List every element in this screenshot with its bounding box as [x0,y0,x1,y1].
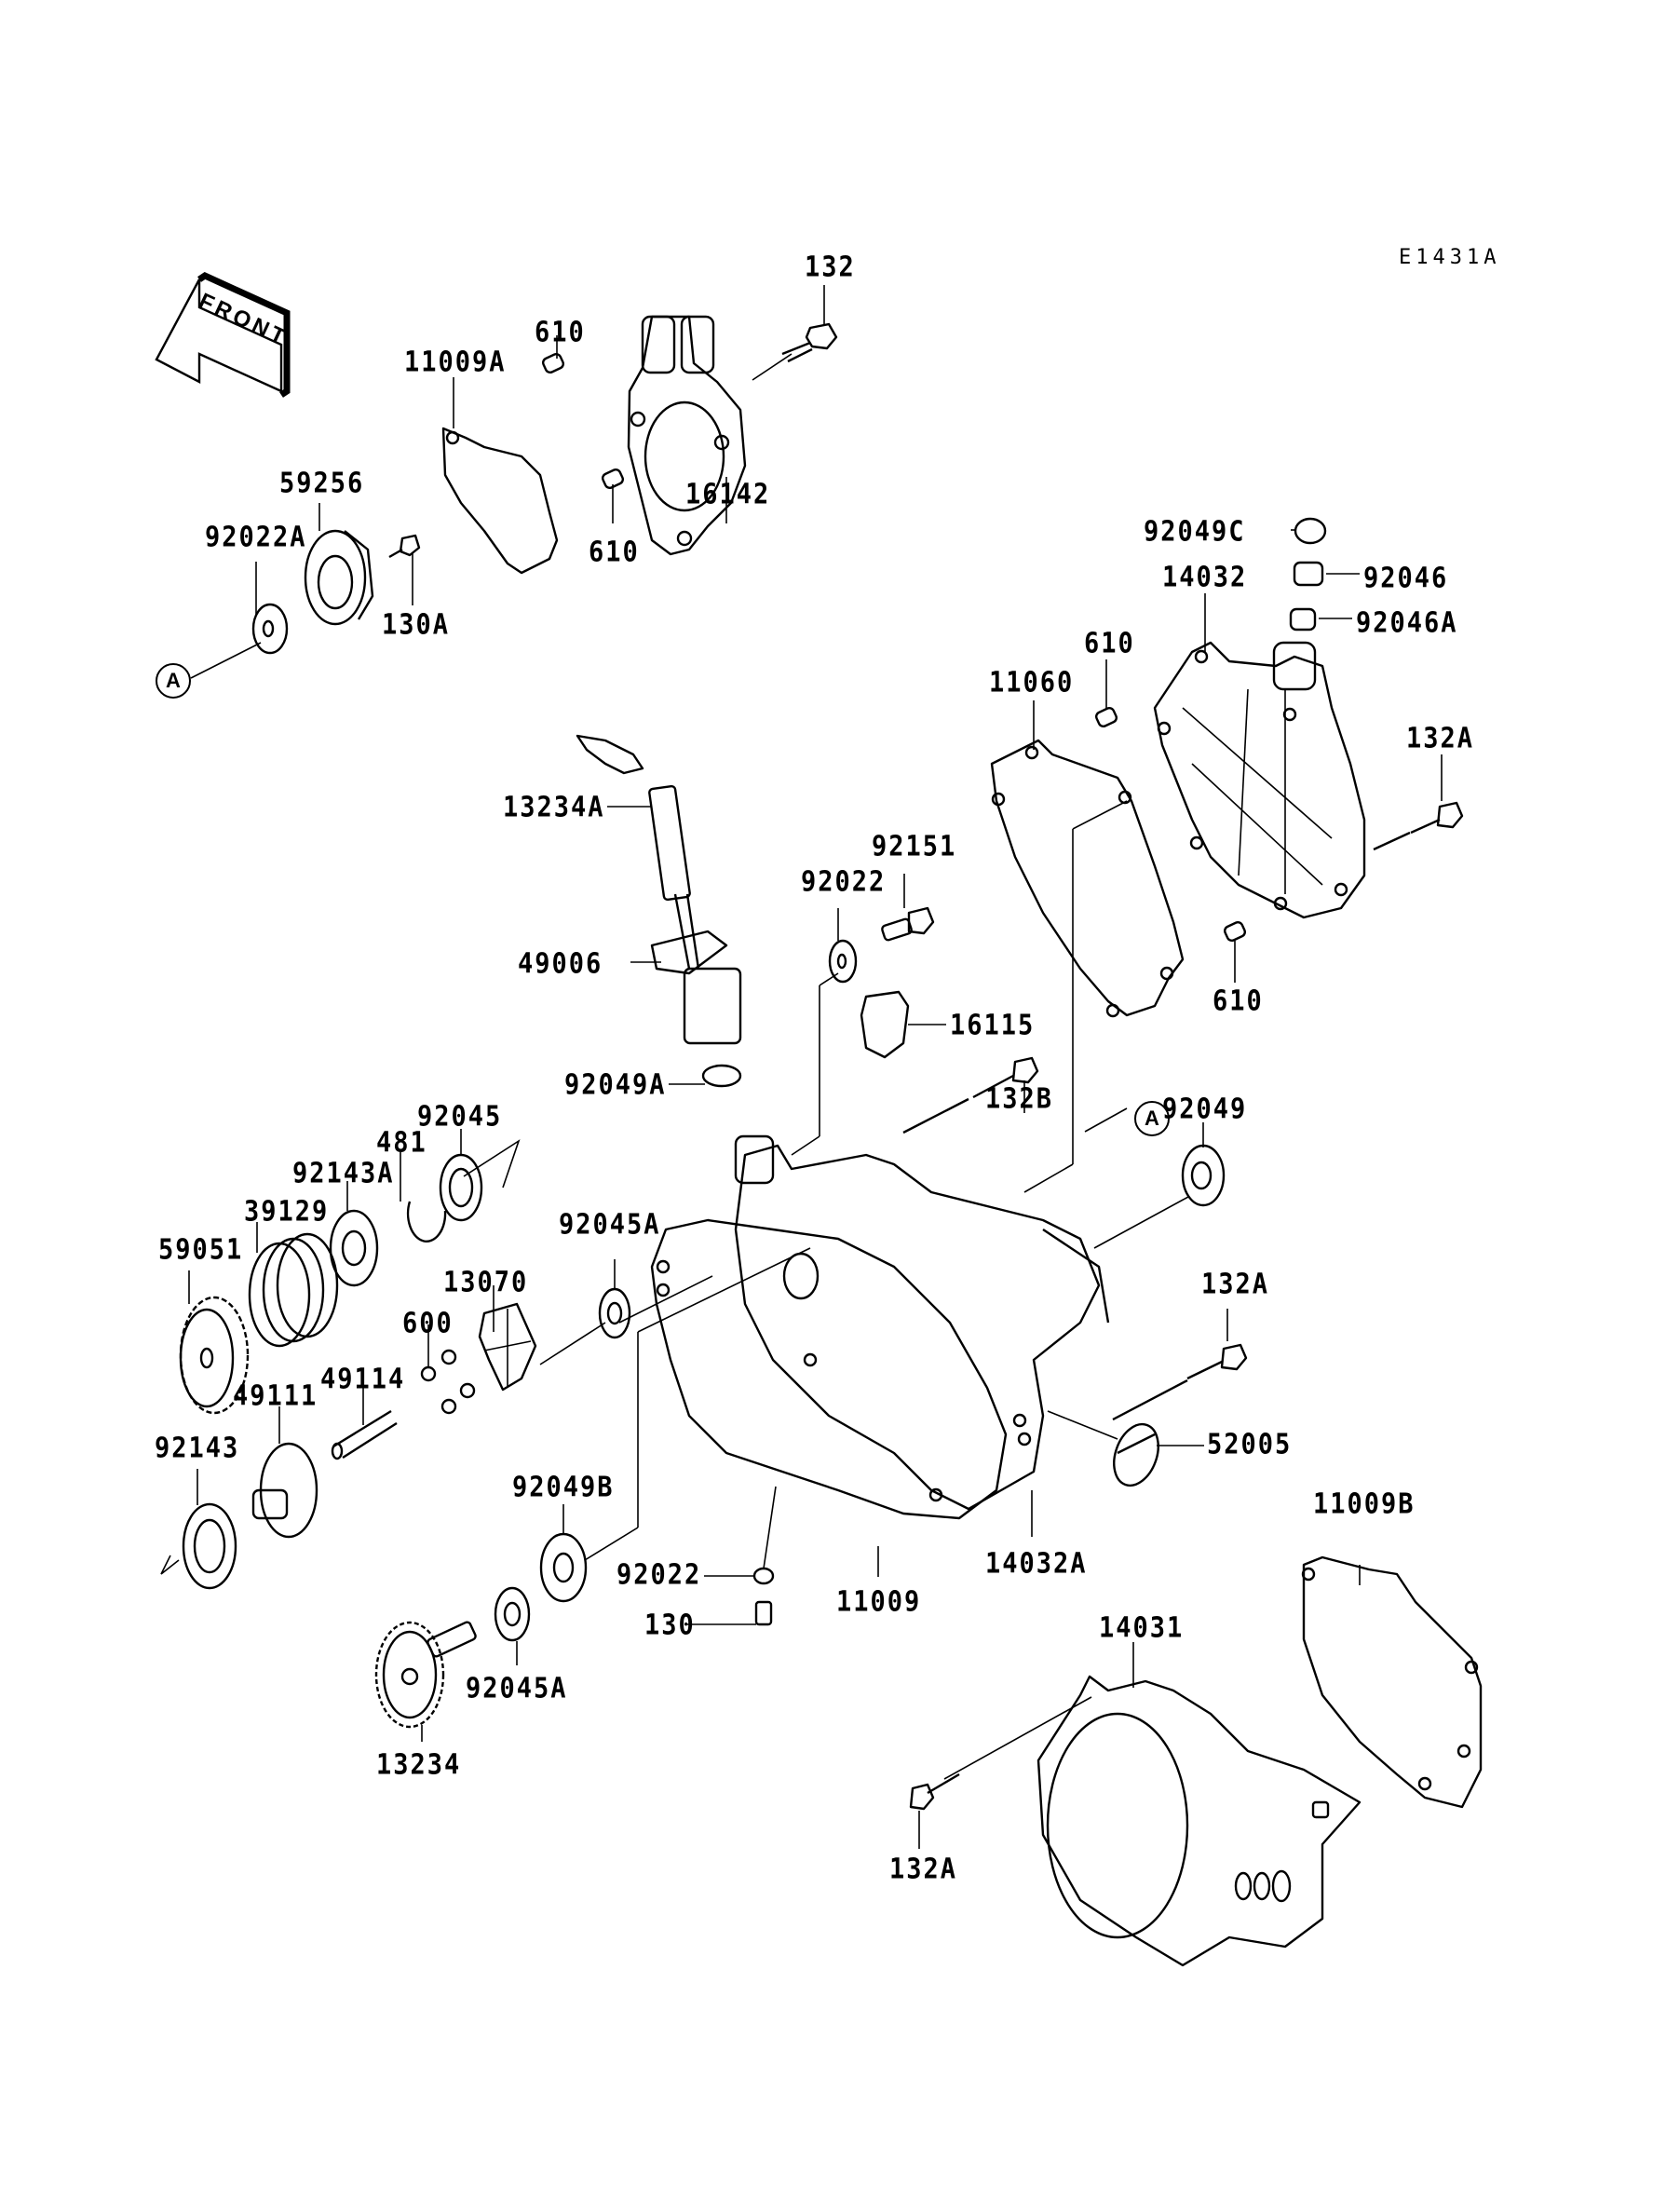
part-label[interactable]: 92046 [1363,562,1449,595]
part-label[interactable]: 92046A [1356,606,1458,640]
bolt-132a-mid-part [1112,1343,1248,1421]
gasket-11060-part [990,739,1185,1018]
part-label[interactable]: 92049B [512,1471,615,1504]
part-label[interactable]: 92045 [417,1100,503,1134]
washer-92022a-part [251,603,289,655]
part-label[interactable]: 14031 [1099,1611,1185,1645]
gear-13234-part [374,1621,477,1729]
spring-39129-part [248,1232,339,1348]
seal-92049-part [1181,1144,1226,1207]
part-label[interactable]: 92049A [564,1068,667,1102]
part-label[interactable]: 132 [805,251,856,284]
part-label[interactable]: 14032A [985,1547,1088,1581]
part-label[interactable]: 610 [535,316,586,349]
part-label[interactable]: 130A [382,608,451,642]
part-label[interactable]: 92045A [559,1208,661,1242]
part-label[interactable]: 11009A [404,346,507,379]
part-label[interactable]: 92143 [155,1432,240,1465]
part-label[interactable]: 11009 [836,1585,922,1619]
part-label[interactable]: 13070 [443,1266,529,1299]
part-label[interactable]: 600 [402,1307,454,1340]
leader-lines [188,285,1443,1849]
plug-16115-part [860,990,910,1059]
part-label[interactable]: 39129 [244,1195,330,1229]
part-label[interactable]: 610 [589,536,640,569]
part-label[interactable]: 14032 [1162,561,1248,594]
circlip-481-part [406,1201,447,1243]
part-label[interactable]: 16142 [685,478,771,511]
part-label[interactable]: 610 [1213,985,1264,1018]
clutch-cover-14032-part [1153,641,1366,919]
bearing-92045-part [439,1139,521,1222]
oil-pump-part-49006 [650,930,742,1045]
washer-92143a-part [329,1209,379,1287]
bearing-92049b-part [539,1532,588,1603]
part-label[interactable]: 52005 [1207,1428,1293,1461]
part-label[interactable]: 11060 [989,666,1075,699]
diagram-code: E1431A [1399,246,1501,269]
shaft-13234a-part [576,734,700,970]
part-label[interactable]: 92022A [205,521,307,554]
bolt-132a-bottom-part [909,1772,960,1811]
bushing-parts [1289,517,1327,631]
part-label[interactable]: 132A [1406,722,1475,755]
gear-59051-part [179,1296,250,1415]
part-label[interactable]: 132A [889,1853,958,1886]
crankcase-cover-14032a-part [734,1134,1110,1511]
part-label[interactable]: 49111 [233,1379,318,1413]
gasket-11009-part [650,1218,1032,1520]
part-label[interactable]: 132B [985,1082,1054,1116]
part-label[interactable]: 92022 [616,1558,702,1592]
part-label[interactable]: 481 [376,1126,427,1160]
water-pump-cover-part [627,315,747,556]
gasket-11009b-part [1301,1555,1483,1809]
dowel-pin-part [542,352,1246,943]
bearing-92045a-lower-part [494,1586,531,1642]
bolt-132b-part [902,1056,1039,1134]
part-label[interactable]: 610 [1084,627,1135,660]
part-label[interactable]: 16115 [950,1009,1036,1042]
part-label[interactable]: 130 [644,1609,696,1642]
bolt-92151-part [881,906,935,942]
part-label[interactable]: 92022 [801,865,887,899]
gasket-11009a-part [441,427,559,575]
part-label[interactable]: 13234A [503,791,605,824]
reference-marker-a-left: A [156,663,191,699]
impeller-13070-part [478,1302,537,1392]
reference-marker-a-right: A [1134,1101,1170,1136]
bolt-130a-part [388,534,421,559]
part-label[interactable]: 49114 [320,1363,406,1396]
bolt-132-part [781,322,838,363]
cap-52005-part [1113,1422,1159,1487]
generator-cover-14031-part [1036,1675,1362,1967]
part-label[interactable]: 11009B [1313,1487,1416,1521]
part-label[interactable]: 49006 [518,947,603,981]
part-label[interactable]: 13234 [376,1748,462,1782]
part-label[interactable]: 59256 [279,467,365,500]
seal-92049a-part [701,1064,742,1088]
part-label[interactable]: 92049 [1162,1093,1248,1126]
part-label[interactable]: 92143A [292,1157,395,1190]
part-label[interactable]: 92151 [872,830,957,863]
part-label[interactable]: 59051 [158,1233,244,1267]
bolt-132a-right-part [1373,801,1464,851]
bearing-92045a-upper-part [598,1287,631,1339]
steel-ball-600-part [420,1349,476,1415]
impeller-part [304,529,374,626]
washer-bolt-lower-parts [752,1567,775,1626]
part-label[interactable]: 92045A [466,1672,568,1705]
shaft-49111-part [251,1442,318,1539]
washer-92022-part [828,939,858,984]
part-label[interactable]: 92049C [1144,515,1246,549]
part-label[interactable]: 132A [1201,1268,1270,1301]
front-arrow-icon [155,272,291,398]
shaft-49114-part [331,1409,398,1460]
seal-92143-part [160,1502,237,1590]
